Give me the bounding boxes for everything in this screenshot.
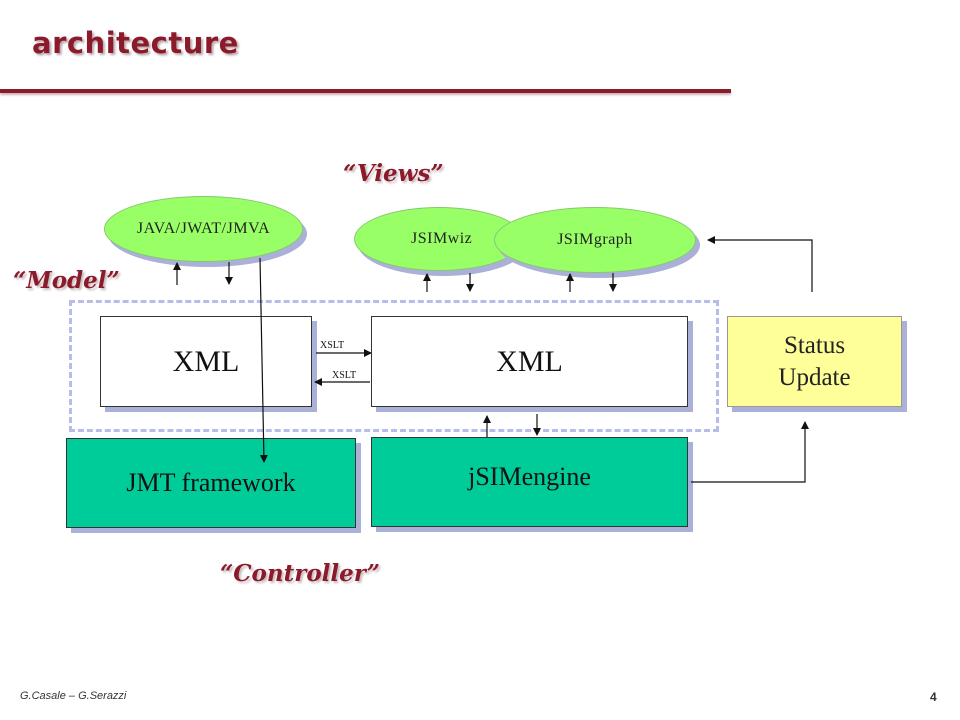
xml-left-label: XML bbox=[172, 344, 240, 378]
xslt-bottom-label: XSLT bbox=[332, 370, 357, 381]
footer-authors: G.Casale – G.Serazzi bbox=[20, 690, 127, 702]
jmt-framework-box: JMT framework bbox=[66, 438, 356, 528]
xslt-top-label: XSLT bbox=[320, 340, 345, 351]
jsimgraph-ellipse: JSIMgraph bbox=[494, 207, 696, 273]
jsimgraph-label: JSIMgraph bbox=[557, 231, 633, 248]
title-underline bbox=[0, 89, 731, 93]
model-region bbox=[69, 300, 719, 432]
status-line-1: Status bbox=[783, 332, 846, 360]
status-line-2: Update bbox=[778, 363, 851, 391]
page-number: 4 bbox=[930, 690, 937, 704]
model-label: “Model” bbox=[13, 267, 120, 294]
java-jwat-jmva-ellipse: JAVA/JWAT/JMVA bbox=[104, 196, 303, 262]
jsimwiz-label: JSIMwiz bbox=[411, 230, 473, 247]
jsimwiz-ellipse: JSIMwiz bbox=[354, 207, 524, 271]
views-label: “Views” bbox=[343, 160, 444, 187]
status-update-box: Status Update bbox=[727, 316, 902, 407]
xml-right-label: XML bbox=[496, 344, 563, 378]
xml-left-box: XML bbox=[100, 316, 312, 407]
slide-title: architecture bbox=[32, 26, 239, 60]
jmt-framework-label: JMT framework bbox=[126, 468, 296, 497]
java-jwat-jmva-label: JAVA/JWAT/JMVA bbox=[136, 220, 271, 237]
jsim-engine-box: jSIMengine bbox=[371, 437, 688, 527]
jsim-engine-label: jSIMengine bbox=[468, 462, 591, 491]
controller-label: “Controller” bbox=[220, 560, 380, 587]
xml-right-box: XML bbox=[371, 316, 688, 407]
